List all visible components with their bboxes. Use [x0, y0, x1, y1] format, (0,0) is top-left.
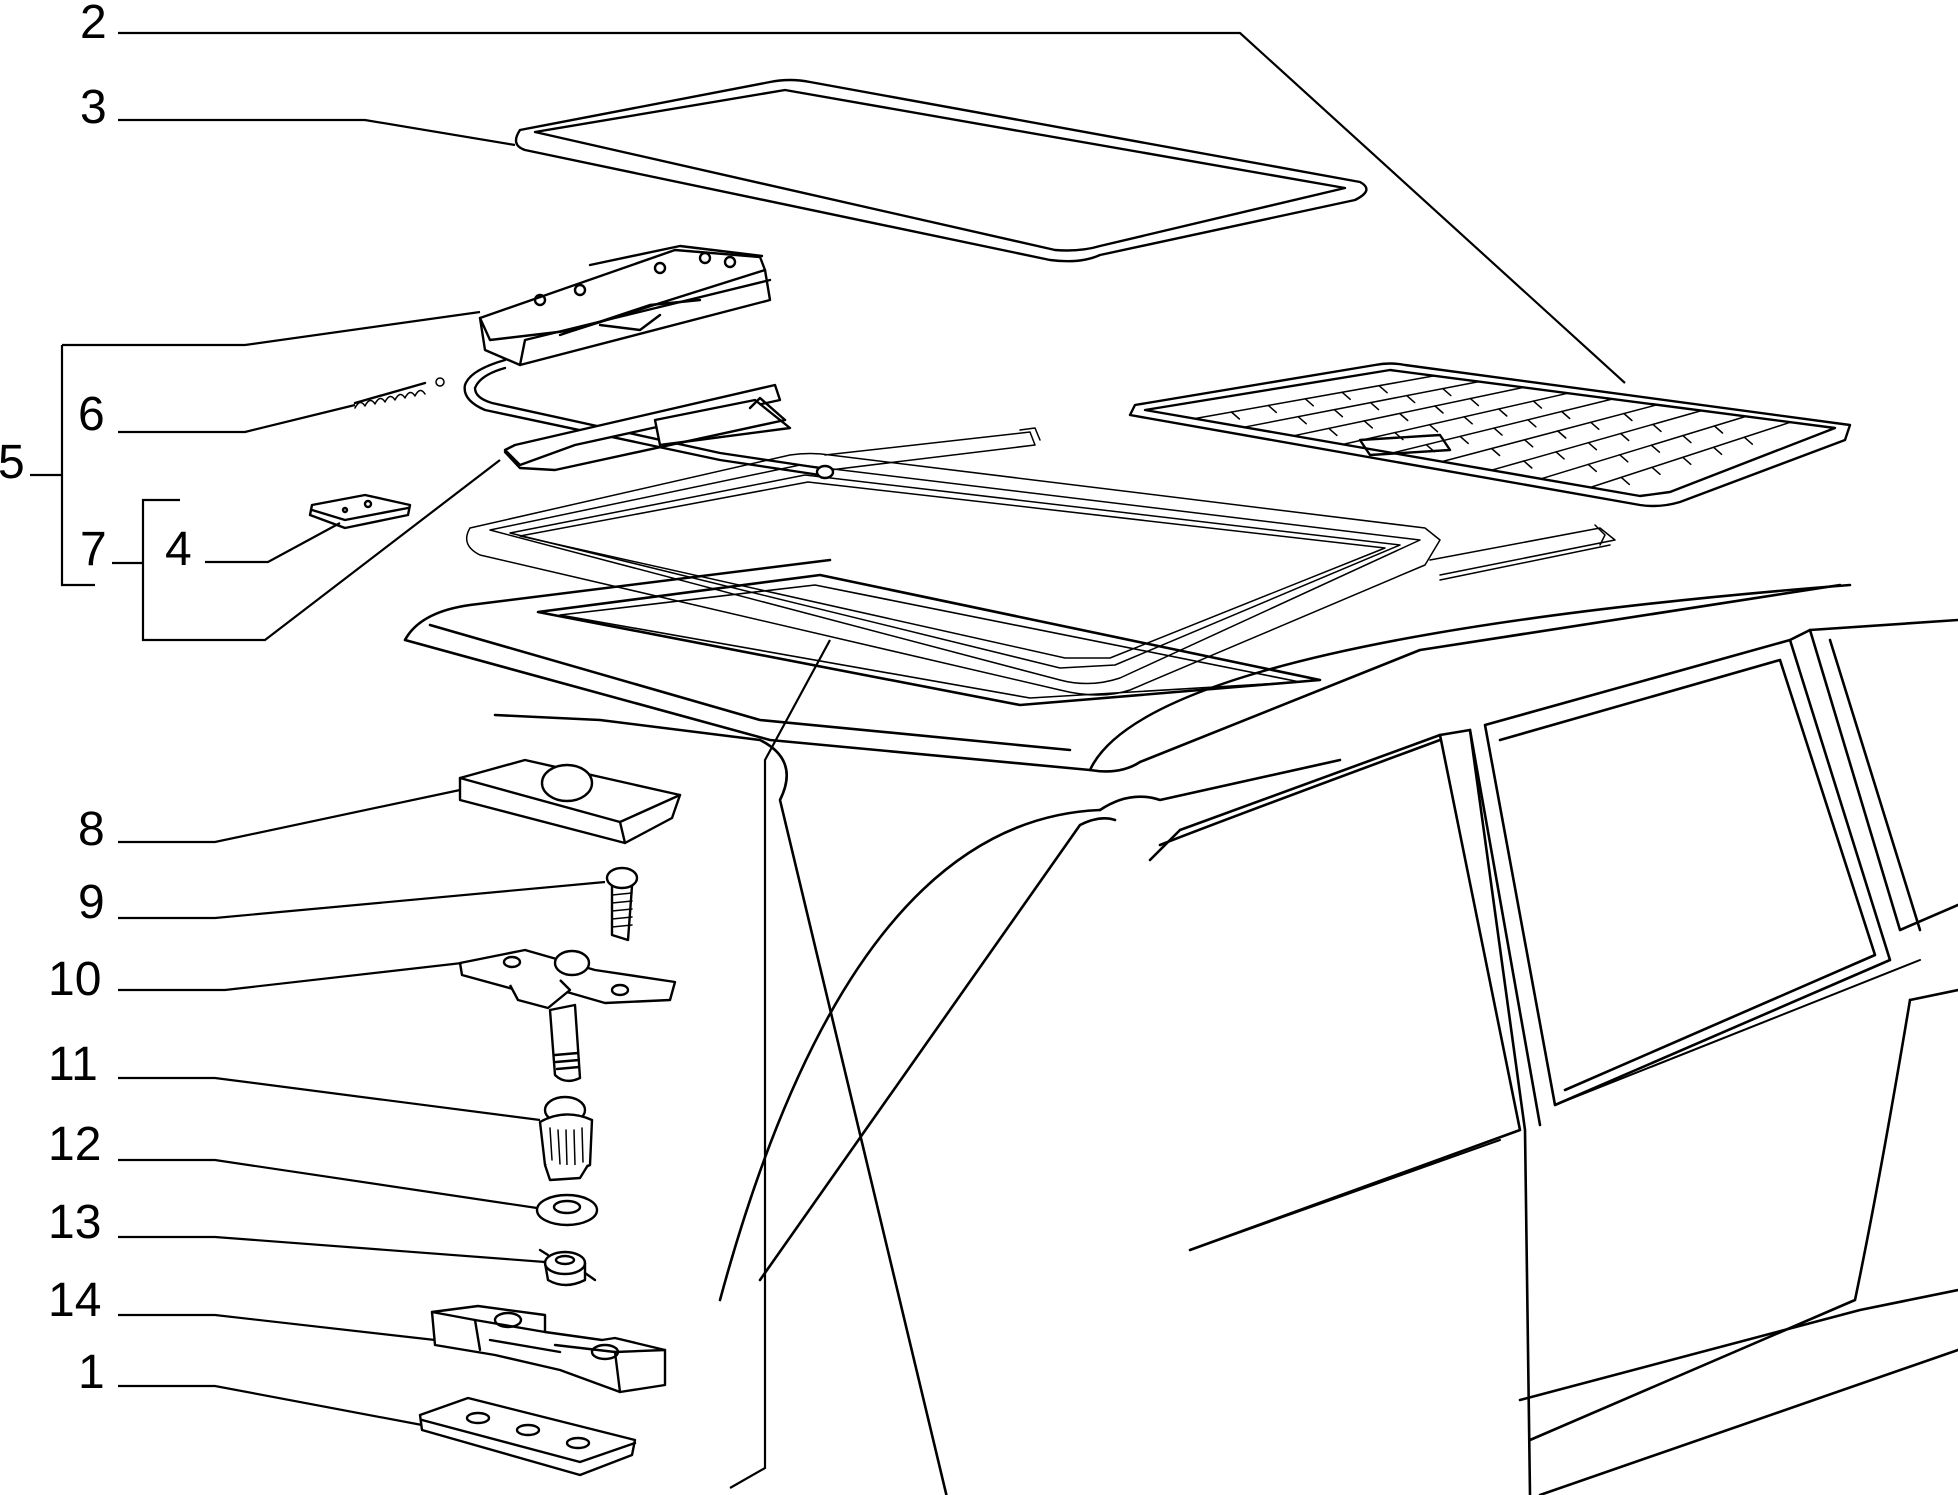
- callout-11: 11: [48, 1038, 98, 1091]
- louver-divider: [1532, 400, 1543, 409]
- louver-divider: [1652, 423, 1662, 433]
- callout-6: 6: [78, 388, 105, 441]
- callout-2: 2: [80, 0, 107, 49]
- louver-divider: [1378, 384, 1388, 394]
- louver-divider: [1328, 427, 1338, 437]
- part-3-seal: [514, 78, 1368, 263]
- louver-divider: [1743, 436, 1754, 445]
- part-7-bracket: [503, 383, 792, 472]
- callout-4: 4: [165, 523, 192, 576]
- part-4-plate: [308, 493, 412, 530]
- louver-slat: [1589, 421, 1792, 489]
- callout-9: 9: [78, 876, 105, 929]
- louver-divider: [1587, 441, 1598, 451]
- louver-slat: [1193, 375, 1436, 420]
- car-body: [403, 558, 1958, 1495]
- part-2-sunroof-panel: [1128, 362, 1852, 508]
- callout-8: 8: [78, 803, 105, 856]
- louver-divider: [1463, 416, 1473, 425]
- part-11-gear: [538, 1095, 594, 1182]
- louver-divider: [1363, 420, 1374, 429]
- callout-3: 3: [80, 81, 107, 134]
- louver-divider: [1619, 454, 1629, 463]
- part-9-screw: [605, 866, 639, 942]
- louver-divider: [1398, 412, 1409, 422]
- callout-10: 10: [48, 953, 101, 1006]
- part-5-drive-mechanism: [463, 244, 835, 480]
- louver-divider: [1650, 444, 1661, 453]
- louver-divider: [1623, 412, 1633, 422]
- louver-slat: [1342, 392, 1569, 446]
- part-12-washer: [535, 1193, 599, 1227]
- louver-divider: [1557, 430, 1567, 439]
- callout-numbers: 2 3 6 5 7 4 8 9 10 11 12 13 14 1: [0, 0, 192, 1399]
- part-14-latch-block: [430, 1304, 667, 1394]
- louver-divider: [1560, 410, 1571, 420]
- louver-divider: [1555, 451, 1565, 460]
- louver-divider: [1304, 398, 1315, 407]
- louver-slat: [1243, 380, 1480, 428]
- louver-divider: [1590, 421, 1600, 431]
- part-1-bottom-plate: [418, 1396, 637, 1477]
- louver-slat: [1441, 404, 1658, 463]
- louver-divider: [1587, 463, 1598, 473]
- louver-divider: [1459, 435, 1469, 445]
- louver-slat: [1292, 386, 1525, 437]
- louver-divider: [1682, 456, 1692, 466]
- louver-slat: [1391, 398, 1614, 454]
- louver-divider: [1490, 447, 1501, 457]
- louver-divider: [1341, 391, 1351, 401]
- callout-1: 1: [78, 1346, 105, 1399]
- louver-divider: [1682, 434, 1692, 444]
- louver-divider: [1651, 466, 1661, 476]
- callout-5: 5: [0, 436, 25, 489]
- louver-divider: [1493, 427, 1503, 436]
- callout-12: 12: [48, 1118, 101, 1171]
- louver-divider: [1469, 397, 1480, 407]
- louver-divider: [1428, 423, 1439, 433]
- callout-13: 13: [48, 1196, 101, 1249]
- callout-7: 7: [80, 523, 107, 576]
- louver-divider: [1523, 439, 1534, 448]
- louver-divider: [1230, 411, 1241, 420]
- louver-divider: [1527, 419, 1537, 428]
- part-13-clip: [538, 1248, 597, 1287]
- louver-divider: [1333, 408, 1344, 418]
- louver-divider: [1405, 394, 1416, 404]
- louver-slat: [1540, 415, 1747, 480]
- louver-divider: [1498, 408, 1508, 417]
- louver-divider: [1713, 425, 1724, 434]
- leader-lines: [30, 31, 1626, 1489]
- sunroof-guide-frame: [465, 427, 1616, 696]
- part-6-spring: [353, 377, 445, 409]
- louver-divider: [1297, 415, 1307, 425]
- louver-divider: [1369, 401, 1380, 411]
- callout-14: 14: [48, 1274, 101, 1327]
- louver-slat: [1490, 409, 1703, 471]
- louver-divider: [1267, 404, 1278, 414]
- louver-divider: [1442, 387, 1452, 397]
- louver-divider: [1712, 446, 1723, 456]
- part-8-handle-cover: [458, 758, 682, 845]
- louver-divider: [1434, 405, 1444, 414]
- part-10-handle-plate: [458, 948, 677, 1083]
- louver-divider: [1620, 476, 1631, 486]
- louver-divider: [1619, 432, 1630, 442]
- louver-divider: [1523, 460, 1533, 469]
